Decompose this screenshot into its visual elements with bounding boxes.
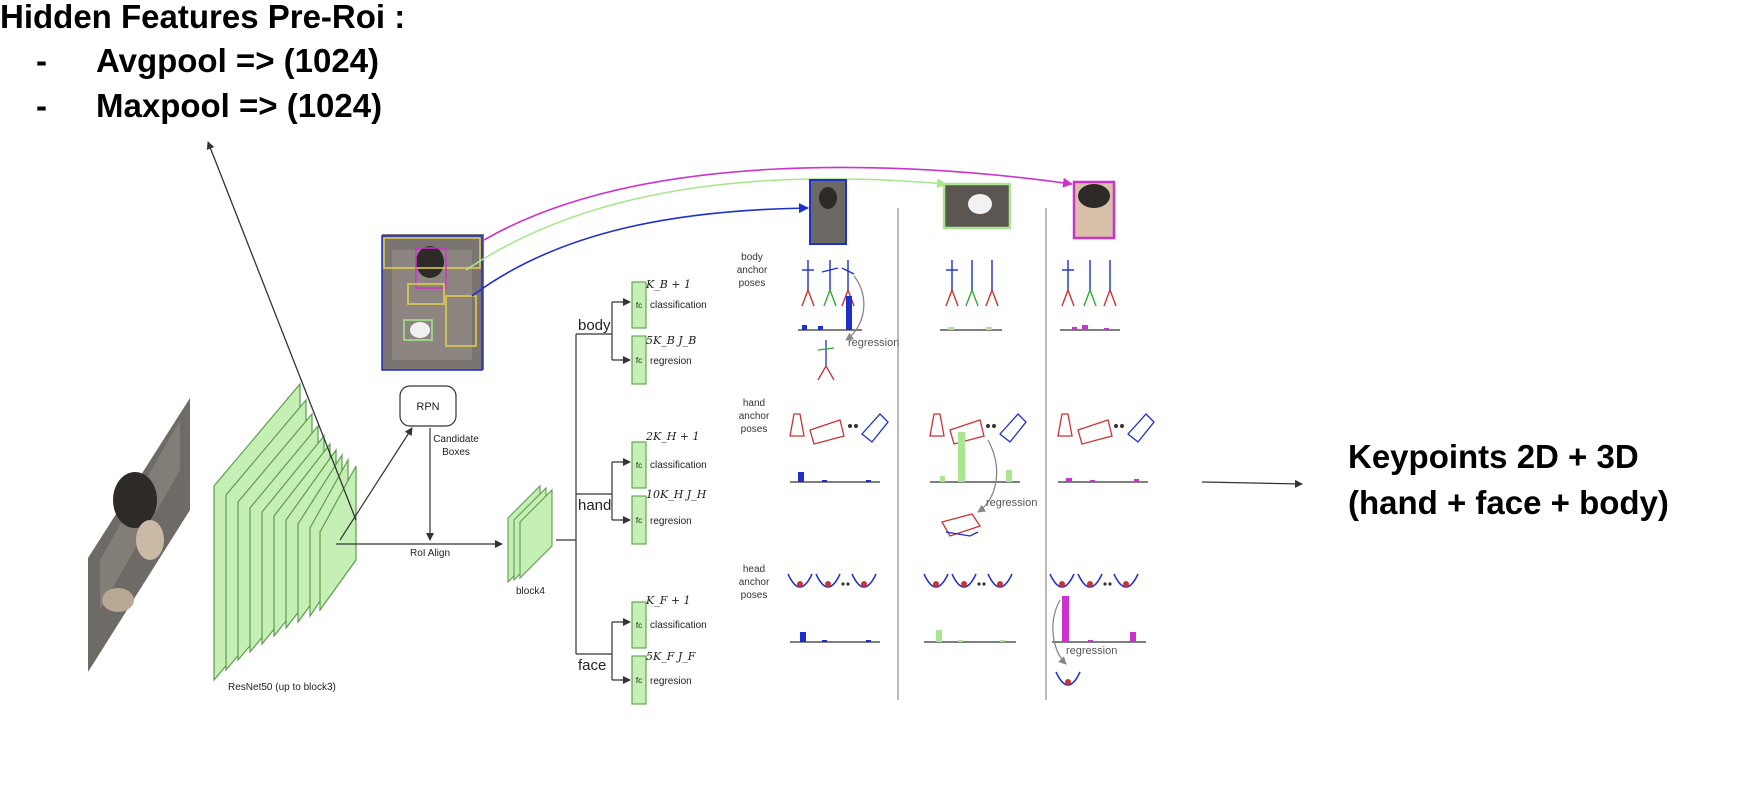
output-arrow (1201, 479, 1303, 488)
body-anchor-skeletons (1061, 260, 1117, 307)
body-anchor-label: body (741, 252, 763, 263)
output-line-2: (hand + face + body) (1348, 484, 1669, 521)
formula-face-reg: 5K_F J_F (646, 650, 696, 663)
body-anchor-label: anchor (737, 265, 768, 276)
face-regression-label: regresion (650, 676, 692, 687)
header-title: Hidden Features Pre-Roi : (0, 0, 406, 35)
formula-hand-reg: 10K_H J_H (646, 488, 707, 501)
fc-label: fc (636, 516, 642, 525)
branch-tree (556, 302, 613, 680)
fc-boxes (631, 281, 647, 705)
crop-face (1072, 180, 1116, 240)
fc-label: fc (636, 676, 642, 685)
body-classification-label: classification (650, 300, 707, 311)
head-anchor-label: head (743, 564, 765, 575)
head-regression-label: regression (1066, 645, 1117, 657)
branch-hand-label: hand (578, 497, 611, 514)
head-regressed-shape (1055, 671, 1081, 686)
input-image (88, 398, 190, 672)
formula-face-cls: K_F + 1 (645, 594, 691, 607)
hand-regression-arrow (977, 439, 998, 513)
body-anchor-skeletons (945, 260, 999, 307)
bullet-maxpool: Maxpool => (1024) (96, 87, 383, 124)
branch-face-label: face (578, 657, 606, 674)
candidate-image (381, 234, 484, 371)
candidate-boxes-label-1: Candidate (433, 434, 479, 445)
block4-layers (507, 484, 553, 584)
blue-crop-arrow (471, 203, 809, 297)
roialign-label: RoI Align (410, 548, 450, 559)
hand-anchor-label: anchor (739, 411, 770, 422)
rpn-label: RPN (416, 401, 439, 413)
hand-regression-label: regresion (650, 516, 692, 527)
fc-label: fc (636, 356, 642, 365)
fc-arrows (612, 298, 631, 684)
body-anchor-skeletons (801, 260, 855, 307)
body-regressed-skeleton (817, 340, 835, 381)
backbone-layers (213, 382, 357, 682)
body-anchor-label: poses (739, 278, 766, 289)
crop-hand (942, 182, 1012, 230)
backbone-label: ResNet50 (up to block3) (228, 682, 336, 693)
bullet-marker: - (36, 42, 47, 79)
hand-classification-label: classification (650, 460, 707, 471)
hand-score-bars (790, 432, 1148, 483)
backbone-to-rpn-arrow (339, 427, 413, 541)
hand-anchor-shapes (789, 413, 1155, 445)
branch-body-label: body (578, 317, 611, 334)
bullet-avgpool: Avgpool => (1024) (96, 42, 380, 79)
fc-label: fc (636, 461, 642, 470)
block4-label: block4 (516, 586, 545, 597)
fc-label: fc (636, 301, 642, 310)
hand-regressed-shape (941, 513, 982, 537)
head-anchor-label: anchor (739, 577, 770, 588)
body-regression-label: regression (848, 337, 899, 349)
green-crop-arrow (465, 178, 947, 271)
hand-anchor-label: hand (743, 398, 765, 409)
body-regression-label: regresion (650, 356, 692, 367)
hand-anchor-label: poses (741, 424, 768, 435)
body-score-bars (798, 296, 1120, 331)
formula-hand-cls: 2K_H + 1 (645, 430, 700, 443)
body-regression-arrow (845, 275, 865, 341)
bullet-marker: - (36, 87, 47, 124)
head-anchor-label: poses (741, 590, 768, 601)
formula-body-reg: 5K_B J_B (646, 334, 696, 347)
candidate-boxes-label-2: Boxes (442, 447, 470, 458)
rpn-box (399, 385, 457, 427)
hand-regression-label: regression (986, 497, 1037, 509)
face-classification-label: classification (650, 620, 707, 631)
pre-roi-arrow (206, 141, 357, 521)
head-score-bars (790, 596, 1146, 643)
formula-body-cls: K_B + 1 (645, 278, 691, 291)
output-line-1: Keypoints 2D + 3D (1348, 438, 1639, 475)
crop-body (809, 179, 847, 245)
magenta-crop-arrow (483, 166, 1073, 241)
fc-label: fc (636, 621, 642, 630)
head-anchor-shapes (787, 573, 1139, 588)
head-regression-arrow (1052, 599, 1067, 665)
